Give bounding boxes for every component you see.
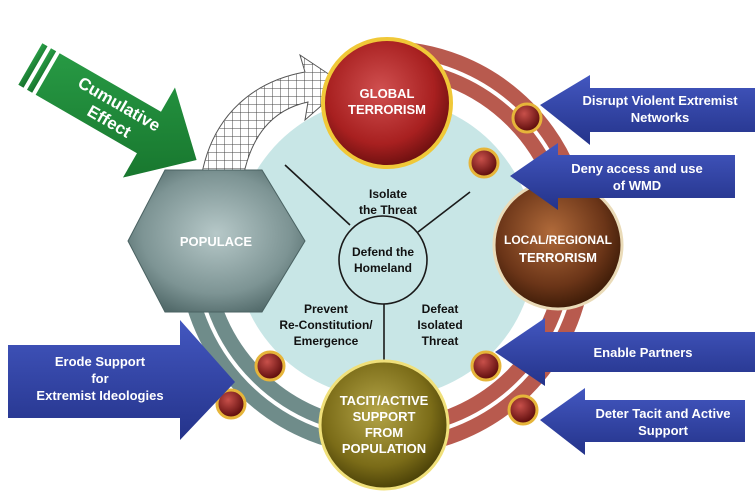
spoke-global [284, 164, 351, 226]
isolate-label: Isolate [369, 187, 407, 201]
deter-label: Deter Tacit and Active [595, 406, 730, 421]
tacit-support-node [318, 359, 450, 491]
populace-label: POPULACE [180, 234, 253, 249]
global-terrorism-node [321, 37, 453, 169]
deny-label-2: of WMD [613, 178, 661, 193]
ring-dot [470, 350, 502, 382]
local-regional-label: LOCAL/REGIONAL [504, 233, 612, 247]
populace-hexagon [127, 169, 306, 313]
local-regional-label-2: TERRORISM [519, 250, 597, 265]
hub-label-2: Homeland [354, 261, 412, 275]
ring-dot [507, 394, 539, 426]
spoke-local [417, 191, 471, 233]
tacit-support-label: TACIT/ACTIVE [340, 393, 429, 408]
erode-support-arrow: Erode Support for Extremist Ideologies [8, 320, 235, 440]
ring-dot [254, 350, 286, 382]
cumulative-arc-arrow [199, 53, 346, 201]
defeat-label-3: Threat [422, 334, 459, 348]
deter-label-2: Support [638, 423, 688, 438]
disrupt-networks-arrow: Disrupt Violent Extremist Networks [540, 75, 755, 145]
disrupt-label-2: Networks [631, 110, 690, 125]
deny-wmd-arrow: Deny access and use of WMD [510, 143, 735, 210]
ring-dot [511, 102, 543, 134]
prevent-label: Prevent [304, 302, 348, 316]
tacit-support-label-4: POPULATION [342, 441, 426, 456]
prevent-label-3: Emergence [294, 334, 359, 348]
global-terrorism-label: GLOBAL [360, 86, 415, 101]
global-terrorism-label-2: TERRORISM [348, 102, 426, 117]
enable-partners-arrow: Enable Partners [495, 318, 755, 386]
isolate-label-2: the Threat [359, 203, 417, 217]
deny-label: Deny access and use [571, 161, 703, 176]
defeat-label: Defeat [422, 302, 459, 316]
hub-label: Defend the [352, 245, 414, 259]
ring-dot [215, 388, 247, 420]
deter-support-arrow: Deter Tacit and Active Support [540, 388, 745, 455]
prevent-label-2: Re-Constitution/ [279, 318, 373, 332]
erode-label-3: Extremist Ideologies [36, 388, 163, 403]
erode-label-2: for [91, 371, 108, 386]
hub-circle [338, 215, 428, 305]
ring-dot [468, 147, 500, 179]
disrupt-label: Disrupt Violent Extremist [582, 93, 738, 108]
erode-label: Erode Support [55, 354, 146, 369]
enable-label: Enable Partners [594, 345, 693, 360]
tacit-support-label-2: SUPPORT [353, 409, 416, 424]
defeat-label-2: Isolated [417, 318, 462, 332]
tacit-support-label-3: FROM [365, 425, 403, 440]
